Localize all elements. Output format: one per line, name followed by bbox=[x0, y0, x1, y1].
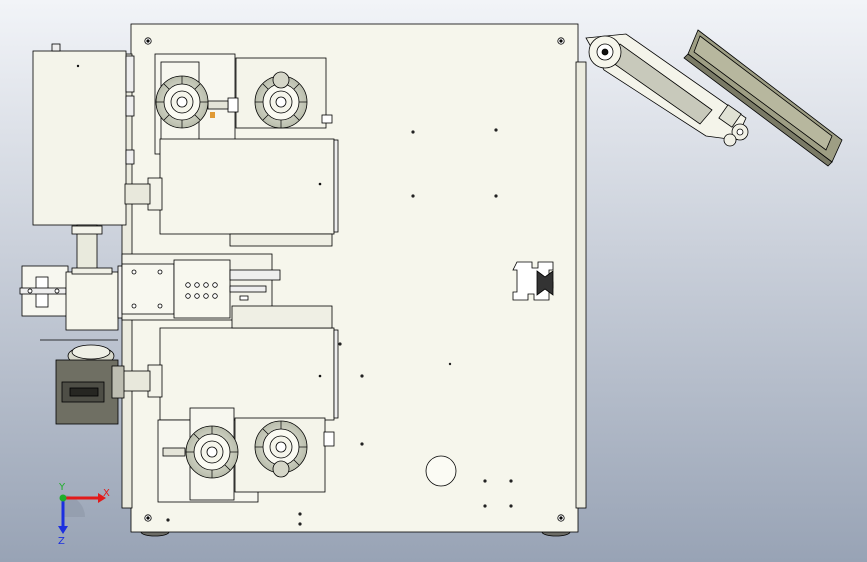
lower-drive-module[interactable] bbox=[157, 407, 335, 503]
x-axis-label: X bbox=[103, 488, 110, 499]
module-bolt-grid bbox=[185, 282, 218, 299]
y-axis-dot bbox=[59, 494, 67, 502]
plate-holes bbox=[166, 128, 513, 526]
y-axis-label: Y bbox=[58, 482, 66, 493]
monitor-swing-arm[interactable] bbox=[585, 33, 749, 147]
lower-right-gearwheel[interactable] bbox=[254, 420, 308, 478]
z-axis-label: Z bbox=[58, 536, 65, 547]
upper-right-gearwheel[interactable] bbox=[254, 71, 308, 129]
corner-bolts bbox=[144, 37, 565, 522]
camera-lens-unit[interactable] bbox=[55, 344, 125, 425]
center-linear-module[interactable] bbox=[121, 253, 281, 321]
base-plate-side bbox=[575, 61, 587, 509]
orange-marker bbox=[210, 112, 215, 118]
box-bracket-top bbox=[125, 55, 135, 93]
upper-left-gearwheel[interactable] bbox=[155, 75, 209, 129]
electrical-box[interactable] bbox=[32, 50, 127, 226]
upper-motor[interactable] bbox=[124, 138, 339, 247]
cable-port-hole bbox=[425, 455, 457, 487]
monitor-screen[interactable] bbox=[683, 29, 843, 167]
box-connector bbox=[51, 43, 61, 52]
lower-motor[interactable] bbox=[121, 305, 339, 421]
right-guide-bracket bbox=[512, 261, 554, 301]
lower-left-gearwheel[interactable] bbox=[185, 425, 239, 479]
coordinate-triad: X Y Z bbox=[58, 482, 110, 547]
machine-assembly[interactable] bbox=[19, 23, 843, 537]
